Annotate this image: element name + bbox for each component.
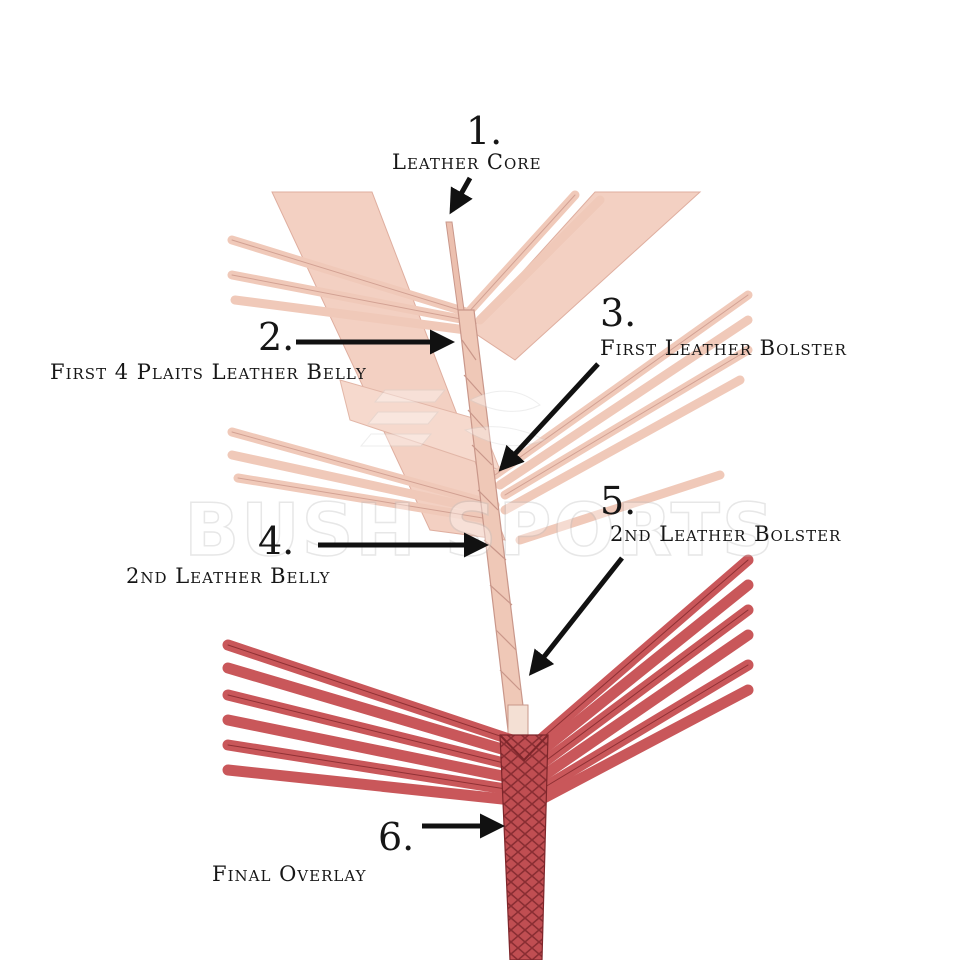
arrow-second-bolster [528, 556, 624, 676]
brand-watermark: BUSH SPORTS [183, 389, 776, 573]
label-2-number: 2. [258, 315, 295, 359]
label-1-caption: Leather Core [392, 150, 542, 174]
raw-leather-strands [227, 190, 753, 545]
label-1-number: 1. [466, 109, 503, 153]
raw-leather-wide-straps [271, 191, 702, 541]
arrow-first-bolster [498, 362, 600, 472]
callout-arrows [296, 176, 624, 839]
arrow-leather-core [449, 176, 473, 215]
label-6-number: 6. [378, 815, 415, 859]
red-plaited-handle [499, 734, 549, 960]
leather-core-shaft [445, 221, 529, 736]
red-overlay-strands [222, 554, 754, 806]
label-6-caption: Final Overlay [212, 862, 367, 886]
label-2-caption: First 4 Plaits Leather Belly [50, 360, 367, 384]
label-4-caption: 2nd Leather Belly [126, 564, 331, 588]
label-3-number: 3. [600, 291, 637, 335]
label-5-caption: 2nd Leather Bolster [610, 522, 842, 546]
label-5-number: 5. [600, 479, 637, 523]
label-3-caption: First Leather Bolster [600, 336, 847, 360]
watermark-text: BUSH SPORTS [184, 488, 776, 572]
label-4-number: 4. [258, 519, 295, 563]
